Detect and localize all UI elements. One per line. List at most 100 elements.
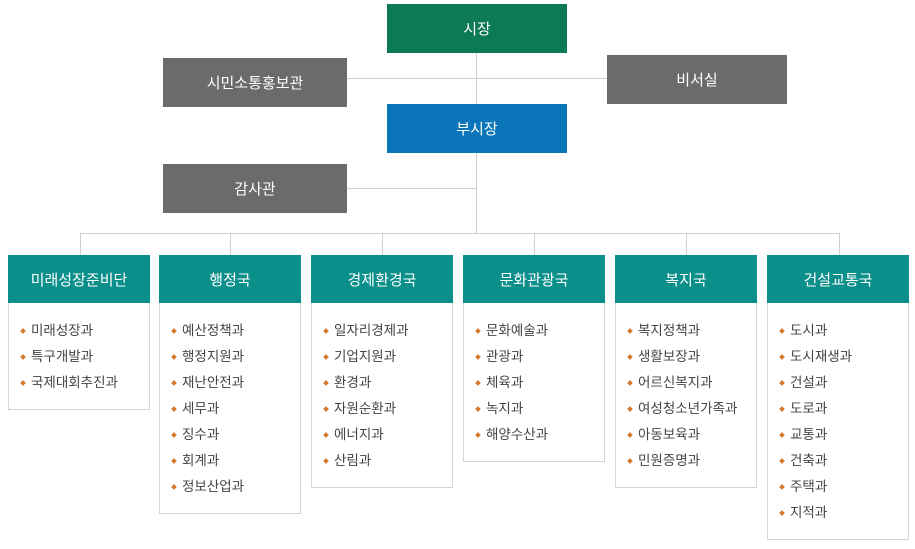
unit-label: 주택과 bbox=[790, 479, 828, 495]
department-header[interactable]: 경제환경국 bbox=[311, 255, 453, 303]
unit-label: 자원순환과 bbox=[334, 401, 397, 417]
bullet-icon bbox=[475, 406, 481, 412]
unit-item[interactable]: 해양수산과 bbox=[475, 422, 604, 448]
bullet-icon bbox=[171, 484, 177, 490]
unit-label: 교통과 bbox=[790, 427, 828, 443]
unit-item[interactable]: 정보산업과 bbox=[171, 474, 300, 500]
unit-label: 기업지원과 bbox=[334, 349, 397, 365]
unit-item[interactable]: 교통과 bbox=[779, 422, 908, 448]
unit-item[interactable]: 자원순환과 bbox=[323, 396, 452, 422]
bullet-icon bbox=[171, 458, 177, 464]
unit-item[interactable]: 행정지원과 bbox=[171, 344, 300, 370]
unit-label: 여성청소년가족과 bbox=[638, 401, 738, 417]
unit-item[interactable]: 생활보장과 bbox=[627, 344, 756, 370]
unit-label: 재난안전과 bbox=[182, 375, 245, 391]
connector-deputy-to-departments bbox=[476, 153, 477, 233]
connector-dept-4 bbox=[686, 233, 687, 255]
unit-item[interactable]: 도시재생과 bbox=[779, 344, 908, 370]
bullet-icon bbox=[323, 380, 329, 386]
audit-office-node[interactable]: 감사관 bbox=[163, 164, 347, 213]
unit-item[interactable]: 체육과 bbox=[475, 370, 604, 396]
unit-item[interactable]: 특구개발과 bbox=[20, 344, 149, 370]
bullet-icon bbox=[20, 328, 26, 334]
department-header[interactable]: 행정국 bbox=[159, 255, 301, 303]
unit-item[interactable]: 어르신복지과 bbox=[627, 370, 756, 396]
unit-label: 도시재생과 bbox=[790, 349, 853, 365]
bullet-icon bbox=[475, 432, 481, 438]
unit-item[interactable]: 기업지원과 bbox=[323, 344, 452, 370]
unit-item[interactable]: 녹지과 bbox=[475, 396, 604, 422]
unit-item[interactable]: 환경과 bbox=[323, 370, 452, 396]
unit-item[interactable]: 아동보육과 bbox=[627, 422, 756, 448]
unit-item[interactable]: 건설과 bbox=[779, 370, 908, 396]
unit-item[interactable]: 도시과 bbox=[779, 318, 908, 344]
unit-label: 환경과 bbox=[334, 375, 372, 391]
unit-item[interactable]: 에너지과 bbox=[323, 422, 452, 448]
unit-label: 회계과 bbox=[182, 453, 220, 469]
unit-item[interactable]: 국제대회추진과 bbox=[20, 370, 149, 396]
bullet-icon bbox=[20, 380, 26, 386]
unit-label: 해양수산과 bbox=[486, 427, 549, 443]
connector-audit bbox=[346, 188, 476, 189]
unit-item[interactable]: 미래성장과 bbox=[20, 318, 149, 344]
unit-item[interactable]: 건축과 bbox=[779, 448, 908, 474]
bullet-icon bbox=[323, 458, 329, 464]
deputy-mayor-node[interactable]: 부시장 bbox=[387, 104, 567, 153]
unit-item[interactable]: 관광과 bbox=[475, 344, 604, 370]
unit-item[interactable]: 징수과 bbox=[171, 422, 300, 448]
unit-item[interactable]: 재난안전과 bbox=[171, 370, 300, 396]
department-header[interactable]: 복지국 bbox=[615, 255, 757, 303]
mayor-node[interactable]: 시장 bbox=[387, 4, 567, 53]
bullet-icon bbox=[627, 328, 633, 334]
unit-label: 국제대회추진과 bbox=[31, 375, 118, 391]
unit-item[interactable]: 문화예술과 bbox=[475, 318, 604, 344]
unit-item[interactable]: 도로과 bbox=[779, 396, 908, 422]
bullet-icon bbox=[323, 406, 329, 412]
unit-item[interactable]: 산림과 bbox=[323, 448, 452, 474]
communication-office-node[interactable]: 시민소통홍보관 bbox=[163, 58, 347, 107]
connector-mayor-to-deputy bbox=[476, 53, 477, 105]
unit-item[interactable]: 민원증명과 bbox=[627, 448, 756, 474]
unit-label: 복지정책과 bbox=[638, 323, 701, 339]
bullet-icon bbox=[627, 458, 633, 464]
bullet-icon bbox=[171, 432, 177, 438]
unit-label: 산림과 bbox=[334, 453, 372, 469]
connector-dept-5 bbox=[839, 233, 840, 255]
unit-item[interactable]: 지적과 bbox=[779, 500, 908, 526]
unit-item[interactable]: 주택과 bbox=[779, 474, 908, 500]
department-header[interactable]: 미래성장준비단 bbox=[8, 255, 150, 303]
bullet-icon bbox=[627, 406, 633, 412]
unit-label: 체육과 bbox=[486, 375, 524, 391]
bullet-icon bbox=[627, 380, 633, 386]
unit-label: 어르신복지과 bbox=[638, 375, 713, 391]
department-header[interactable]: 문화관광국 bbox=[463, 255, 605, 303]
secretary-office-node[interactable]: 비서실 bbox=[607, 55, 787, 104]
unit-label: 미래성장과 bbox=[31, 323, 94, 339]
unit-label: 건설과 bbox=[790, 375, 828, 391]
unit-item[interactable]: 회계과 bbox=[171, 448, 300, 474]
unit-label: 생활보장과 bbox=[638, 349, 701, 365]
unit-label: 도시과 bbox=[790, 323, 828, 339]
unit-label: 정보산업과 bbox=[182, 479, 245, 495]
unit-label: 예산정책과 bbox=[182, 323, 245, 339]
bullet-icon bbox=[779, 328, 785, 334]
bullet-icon bbox=[323, 432, 329, 438]
unit-label: 에너지과 bbox=[334, 427, 384, 443]
department-header[interactable]: 건설교통국 bbox=[767, 255, 909, 303]
unit-item[interactable]: 예산정책과 bbox=[171, 318, 300, 344]
bullet-icon bbox=[171, 328, 177, 334]
unit-item[interactable]: 복지정책과 bbox=[627, 318, 756, 344]
bullet-icon bbox=[171, 380, 177, 386]
unit-item[interactable]: 세무과 bbox=[171, 396, 300, 422]
unit-label: 녹지과 bbox=[486, 401, 524, 417]
unit-item[interactable]: 여성청소년가족과 bbox=[627, 396, 756, 422]
unit-item[interactable]: 일자리경제과 bbox=[323, 318, 452, 344]
bullet-icon bbox=[475, 354, 481, 360]
connector-dept-3 bbox=[534, 233, 535, 255]
bullet-icon bbox=[779, 406, 785, 412]
